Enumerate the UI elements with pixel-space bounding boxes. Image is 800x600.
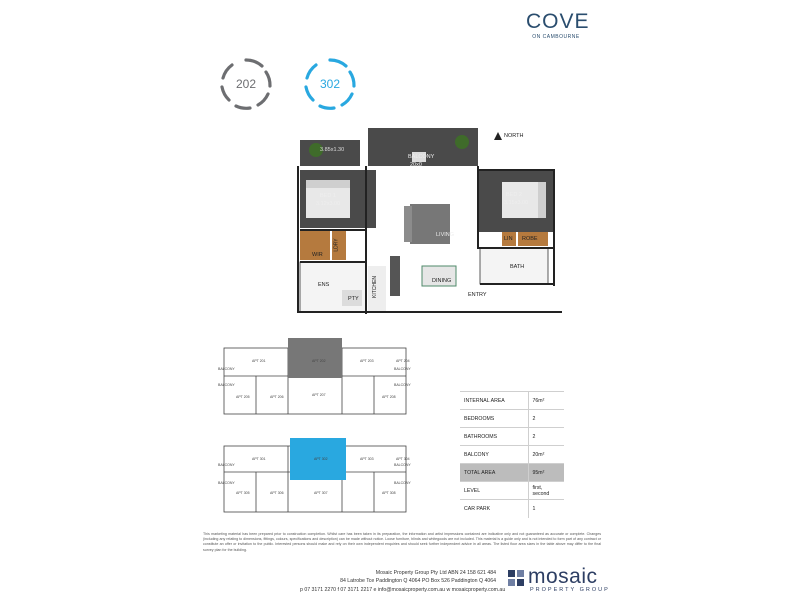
key-plan-label: BALCONY [218, 481, 235, 485]
key-plan-label: APT 205 [236, 395, 250, 399]
key-plan-label: BALCONY [218, 463, 235, 467]
badge-label: 302 [319, 77, 341, 91]
key-plan-label: APT 203 [360, 359, 374, 363]
kitchen-label: KITCHEN [371, 276, 378, 298]
key-plan-label: APT 204 [396, 359, 410, 363]
key-plan-label: BALCONY [394, 463, 411, 467]
bed2-label: BED 2 [506, 192, 522, 198]
key-plan-label: APT 304 [396, 457, 410, 461]
north-arrow-icon [494, 132, 502, 140]
lin-label: LIN [504, 236, 513, 242]
spec-label: INTERNAL AREA [460, 391, 528, 410]
pty-label: PTY [348, 296, 359, 302]
key-plan-label: BALCONY [218, 367, 235, 371]
key-plan-label: BALCONY [218, 383, 235, 387]
spec-value: 2 [527, 409, 564, 428]
apartment-badge-202: 202 [216, 54, 276, 114]
spec-value: 2 [527, 427, 564, 446]
badge-ring-icon [304, 58, 356, 110]
apartment-badge-302: 302 [300, 54, 360, 114]
entry-label: ENTRY [468, 292, 487, 298]
spec-label: CAR PARK [460, 499, 528, 518]
key-plan-label: BALCONY [394, 481, 411, 485]
footer-company: Mosaic Property Group Pty Ltd ABN 24 158… [375, 570, 496, 576]
spec-label: TOTAL AREA [460, 463, 528, 482]
disclaimer-text: This marketing material has been prepare… [203, 532, 601, 552]
key-plan-label: APT 303 [360, 457, 374, 461]
key-plan-label: BALCONY [394, 383, 411, 387]
living-label: LIVING [436, 232, 455, 238]
key-plan-label: APT 305 [236, 491, 250, 495]
key-plan-label: APT 302 [314, 457, 328, 461]
spec-label: BALCONY [460, 445, 528, 464]
key-plan-label: APT 301 [252, 457, 266, 461]
north-label: NORTH [504, 133, 524, 139]
ens-label: ENS [318, 282, 330, 288]
key-plan-label: APT 306 [270, 491, 284, 495]
key-plan-label: APT 308 [382, 491, 396, 495]
badge-ring-icon [220, 58, 272, 110]
spec-value: 1 [527, 499, 564, 518]
key-plan-label: APT 206 [270, 395, 284, 399]
bed1-label: BED 1 [320, 193, 336, 199]
robe-label: ROBE [522, 236, 538, 242]
key-plan-label: APT 201 [252, 359, 266, 363]
spec-label: BEDROOMS [460, 409, 528, 428]
spec-value: first, second [527, 481, 564, 500]
balcony-side-dim: 3.85x1.30 [320, 147, 345, 153]
balcony-dim: 20x0 [410, 162, 422, 168]
key-plan-label: APT 208 [382, 395, 396, 399]
spec-value: 76m² [527, 391, 564, 410]
key-plan-label: APT 307 [314, 491, 328, 495]
mosaic-logo-icon [508, 570, 524, 586]
spec-value: 95m² [527, 463, 564, 482]
wir-label: WIR [312, 252, 323, 258]
ldry-label: LDRY [333, 238, 340, 252]
bath-label: BATH [510, 264, 525, 270]
floor-plan-drawing [297, 128, 562, 314]
cove-logo-subtitle: ON CAMBOURNE [532, 34, 580, 40]
spec-label: LEVEL [460, 481, 528, 500]
dining-label: DINING [432, 278, 452, 284]
mosaic-logo-text: mosaic [528, 565, 598, 588]
key-plan-label: APT 202 [312, 359, 326, 363]
footer-contact: p 07 3171 2270 f 07 3171 2217 e info@mos… [300, 587, 506, 593]
spec-label: BATHROOMS [460, 427, 528, 446]
bed2-dim: 3.15x3.00 [504, 200, 529, 206]
floor-plan: NORTH 3.85x1.30 BALCONY 20x0 BED 1 3.12x… [292, 126, 562, 316]
footer-address: 84 Latrobe Tce Paddington Q 4064 PO Box … [340, 578, 496, 584]
spec-value: 20m² [527, 445, 564, 464]
key-plan-label: APT 207 [312, 393, 326, 397]
badge-label: 202 [235, 77, 257, 91]
key-plan-label: BALCONY [394, 367, 411, 371]
bed1-dim: 3.12x3.00 [316, 201, 341, 207]
mosaic-logo-subtitle: PROPERTY GROUP [530, 587, 610, 593]
balcony-label: BALCONY [408, 154, 435, 160]
cove-logo: COVE [526, 10, 590, 33]
